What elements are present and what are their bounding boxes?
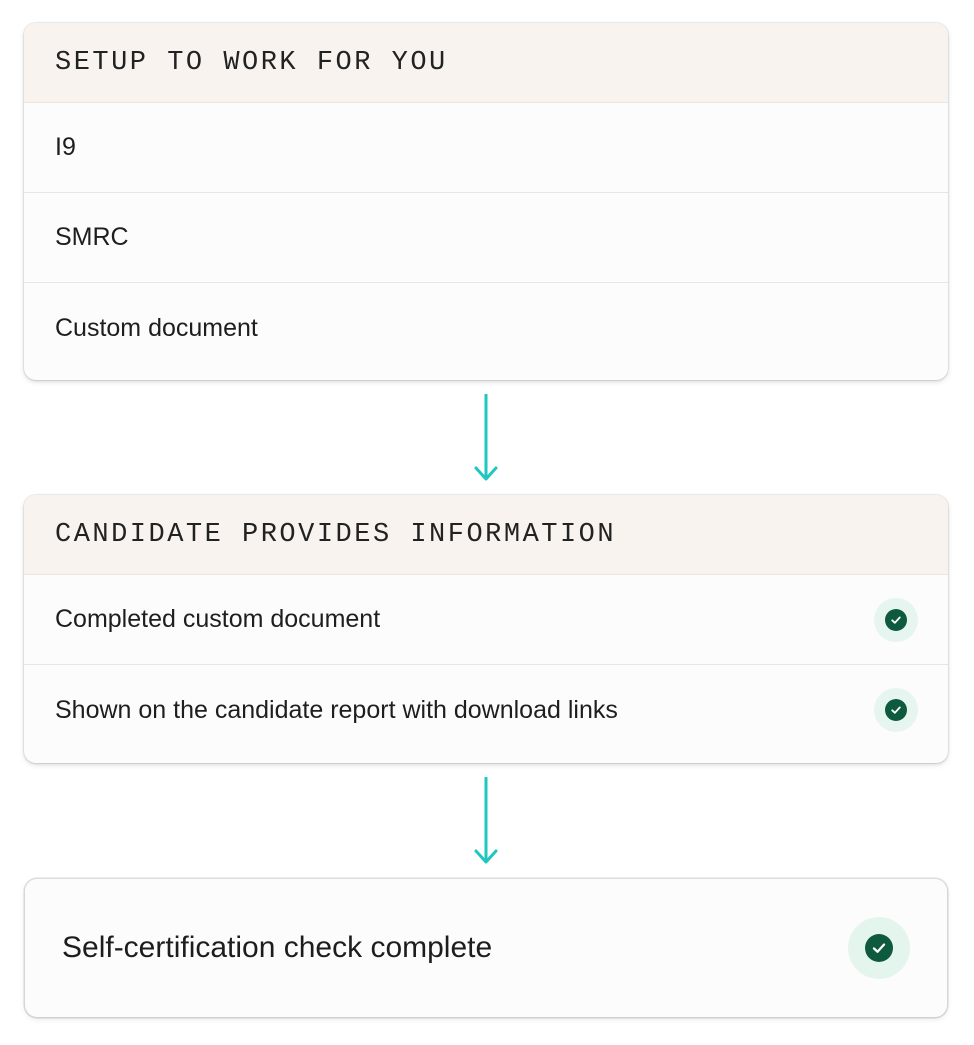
list-item-label: SMRC — [55, 223, 129, 251]
arrow-down-icon — [474, 394, 498, 481]
result-card: Self-certification check complete — [25, 879, 947, 1017]
list-item-label: Custom document — [55, 313, 258, 342]
check-circle-icon — [874, 597, 918, 642]
list-item-smrc: SMRC — [24, 193, 948, 283]
setup-card: SETUP TO WORK FOR YOU I9 SMRC Custom doc… — [24, 23, 948, 380]
list-item-candidate-report: Shown on the candidate report with downl… — [24, 665, 948, 755]
candidate-card: CANDIDATE PROVIDES INFORMATION Completed… — [24, 495, 948, 763]
list-item-custom-document: Custom document — [24, 283, 948, 373]
list-item-completed-custom-document: Completed custom document — [24, 575, 948, 665]
result-label: Self-certification check complete — [62, 931, 493, 964]
list-item-label: I9 — [55, 133, 76, 161]
arrow-down-icon — [474, 777, 498, 864]
list-item-label: Completed custom document — [55, 605, 381, 633]
list-item-i9: I9 — [24, 103, 948, 193]
setup-card-title: SETUP TO WORK FOR YOU — [24, 23, 948, 103]
list-item-label: Shown on the candidate report with downl… — [55, 695, 618, 724]
check-circle-icon — [848, 917, 910, 979]
candidate-card-title: CANDIDATE PROVIDES INFORMATION — [24, 495, 948, 575]
check-circle-icon — [874, 688, 918, 732]
